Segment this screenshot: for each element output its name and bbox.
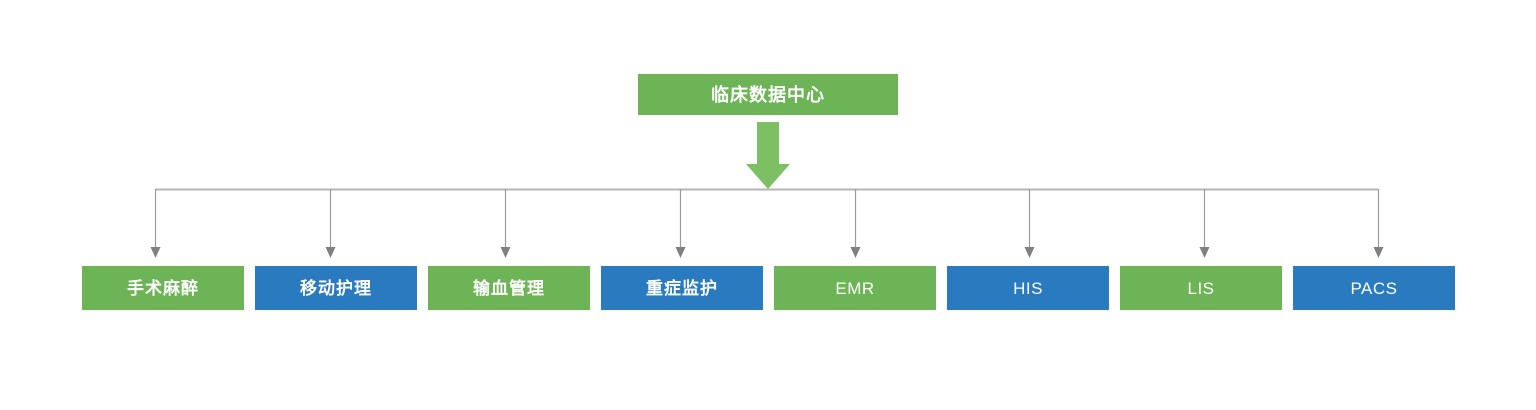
system-node-label: 重症监护 [646, 278, 718, 298]
system-node-label: PACS [1350, 278, 1398, 298]
system-node-label: 手术麻醉 [127, 278, 199, 298]
system-node-intensive-care[interactable]: 重症监护 [601, 266, 763, 310]
down-arrow-icon [745, 122, 791, 190]
system-node-lis[interactable]: LIS [1120, 266, 1282, 310]
system-node-label: HIS [1013, 278, 1043, 298]
system-node-surgical-anesthesia[interactable]: 手术麻醉 [82, 266, 244, 310]
system-node-label: EMR [835, 278, 875, 298]
system-node-emr[interactable]: EMR [774, 266, 936, 310]
root-node-clinical-data-center[interactable]: 临床数据中心 [638, 74, 898, 115]
system-node-his[interactable]: HIS [947, 266, 1109, 310]
system-node-label: 输血管理 [473, 278, 545, 298]
system-node-row: 手术麻醉 移动护理 输血管理 重症监护 EMR HIS LIS PACS [82, 266, 1455, 310]
system-node-label: LIS [1187, 278, 1215, 298]
system-node-pacs[interactable]: PACS [1293, 266, 1455, 310]
system-node-label: 移动护理 [300, 278, 372, 298]
root-node-label: 临床数据中心 [711, 84, 825, 105]
system-node-mobile-nursing[interactable]: 移动护理 [255, 266, 417, 310]
system-node-blood-transfusion-management[interactable]: 输血管理 [428, 266, 590, 310]
